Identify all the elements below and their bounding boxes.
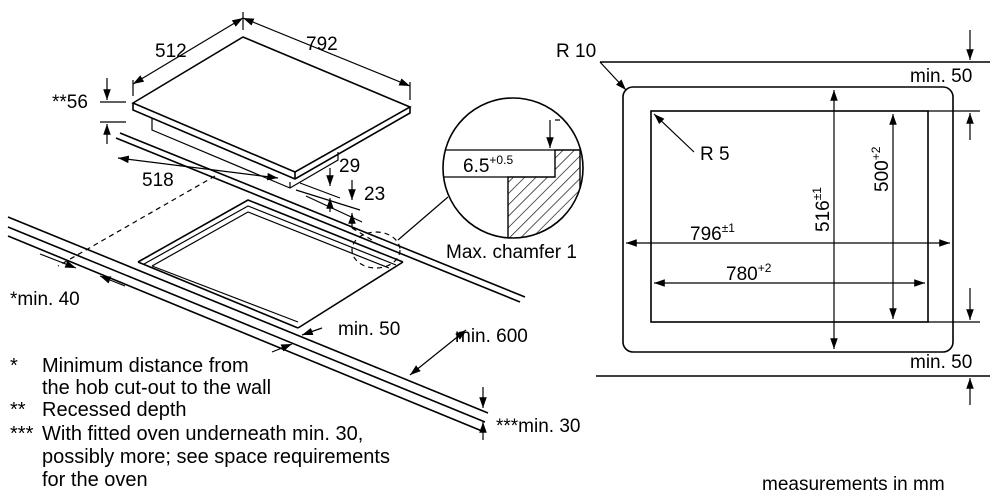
dim-oven-min-30: ***min. 30 xyxy=(496,416,581,437)
units-label: measurements in mm xyxy=(762,474,945,495)
top-min-50: min. 50 xyxy=(910,66,972,87)
dim-wall-min-40: *min. 40 xyxy=(10,289,80,310)
dim-792: 792 xyxy=(306,34,338,55)
worktop-front-edge xyxy=(7,216,489,414)
dim-min-600: min. 600 xyxy=(455,326,528,347)
note-3-line-3: for the oven xyxy=(42,469,148,491)
note-1-line-1: Minimum distance from xyxy=(42,355,249,377)
bottom-min-50: min. 50 xyxy=(910,352,972,373)
hob-body xyxy=(151,118,339,189)
note-1-line-2: the hob cut-out to the wall xyxy=(42,377,271,399)
dim-512: 512 xyxy=(155,41,187,62)
detail-6-5: 6.5+0.5 xyxy=(463,153,513,177)
note-1-mark: * xyxy=(10,355,18,377)
cutout-plan xyxy=(596,30,990,405)
note-2-mark: ** xyxy=(10,399,26,421)
hob-front-edge xyxy=(132,103,411,180)
dim-516: 516±1 xyxy=(810,187,834,232)
radius-r5: R 5 xyxy=(700,144,730,165)
dim-500: 500+2 xyxy=(869,146,893,192)
dim-side-min-50: min. 50 xyxy=(338,319,400,340)
hob-drawing xyxy=(7,12,526,440)
chamfer-label: Max. chamfer 1 xyxy=(446,242,577,263)
note-3-mark: *** xyxy=(10,423,34,445)
dim-796: 796±1 xyxy=(690,221,735,245)
footnotes: * Minimum distance from the hob cut-out … xyxy=(10,355,390,491)
dim-780: 780+2 xyxy=(726,261,772,285)
note-3-line-1: With fitted oven underneath min. 30, xyxy=(42,423,363,445)
dim-23: 23 xyxy=(364,184,385,205)
inner-cutout xyxy=(650,110,929,323)
radius-r10: R 10 xyxy=(556,41,596,62)
dim-recess-56: **56 xyxy=(52,92,88,113)
outer-cutout xyxy=(622,86,954,353)
dim-29: 29 xyxy=(339,156,360,177)
note-2-line-1: Recessed depth xyxy=(42,399,187,421)
dim-518: 518 xyxy=(142,170,174,191)
note-3-line-2: possibly more; see space requirements xyxy=(42,446,390,468)
hob-cutout xyxy=(137,199,404,329)
